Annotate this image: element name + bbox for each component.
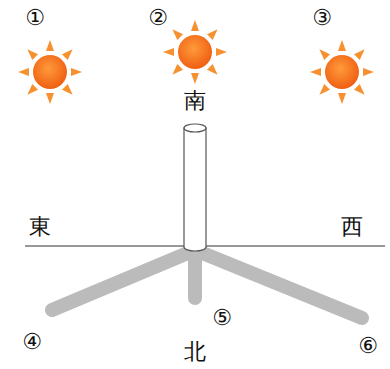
callout-number: ② xyxy=(148,7,168,29)
pole-top xyxy=(184,124,206,132)
callout-number: ⑥ xyxy=(358,335,378,357)
callout-number: ⑤ xyxy=(212,307,232,329)
direction-label: 南 xyxy=(184,90,206,112)
sun-south xyxy=(163,20,227,84)
direction-label: 西 xyxy=(341,216,363,238)
callout-number: ① xyxy=(25,7,45,29)
sun-east xyxy=(18,40,82,104)
callout-number: ④ xyxy=(22,331,42,353)
direction-label: 東 xyxy=(29,216,51,238)
shadows xyxy=(52,250,362,318)
sun-west xyxy=(310,40,374,104)
pole xyxy=(184,128,206,251)
direction-label: 北 xyxy=(184,341,206,363)
callout-number: ③ xyxy=(312,7,332,29)
